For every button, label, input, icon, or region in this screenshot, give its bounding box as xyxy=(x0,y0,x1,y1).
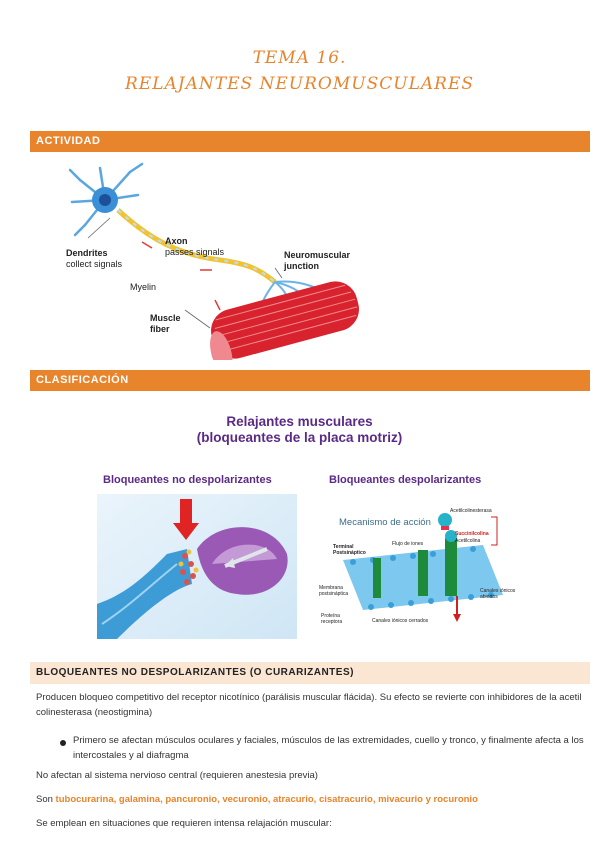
paragraph-bloqueo: Producen bloqueo competitivo del recepto… xyxy=(36,692,582,718)
neuron-muscle-diagram xyxy=(68,162,359,360)
page-title-line1: TEMA 16. xyxy=(252,48,347,68)
paragraph-usos: Se emplean en situaciones que requieren … xyxy=(36,818,332,829)
depolarizing-label: Bloqueantes despolarizantes xyxy=(329,474,482,486)
page-title-line2: RELAJANTES NEUROMUSCULARES xyxy=(124,74,475,94)
synapse-block-image xyxy=(97,494,297,639)
drug-list: tubocurarina, galamina, pancuronio, vecu… xyxy=(55,794,478,805)
section-header-actividad: ACTIVIDAD xyxy=(30,131,590,152)
acetilcolina-label: Acetilcolina xyxy=(455,538,481,544)
paragraph-snc: No afectan al sistema nervioso central (… xyxy=(36,770,318,781)
mechanism-title: Mecanismo de acción xyxy=(339,517,431,528)
succinilcolina-label: Succinilcolina xyxy=(455,531,489,537)
mechanism-of-action-diagram xyxy=(343,513,503,622)
relaxants-figure-title-line1: Relajantes musculares xyxy=(226,414,373,429)
subsection-header-no-despolarizantes: BLOQUEANTES NO DESPOLARIZANTES (O CURARI… xyxy=(30,662,590,684)
muscle-fiber-bundle xyxy=(210,281,359,360)
canales-cerrados-label: Canales iónicos cerrados xyxy=(372,618,429,624)
flujo-label: Flujo de iones xyxy=(392,541,424,547)
myelin-label: Myelin xyxy=(130,282,157,292)
bullet-dot xyxy=(60,740,66,746)
bullet-paragraph: Primero se afectan músculos oculares y f… xyxy=(73,735,584,761)
non-depolarizing-label: Bloqueantes no despolarizantes xyxy=(103,474,272,486)
acetilcolinesterasa-label: Acetilcolinesterasa xyxy=(450,508,492,514)
section-header-clasificacion: CLASIFICACIÓN xyxy=(30,370,590,391)
relaxants-figure-title-line2: (bloqueantes de la placa motriz) xyxy=(196,430,403,445)
paragraph-drugs: Son tubocurarina, galamina, pancuronio, … xyxy=(36,794,478,805)
